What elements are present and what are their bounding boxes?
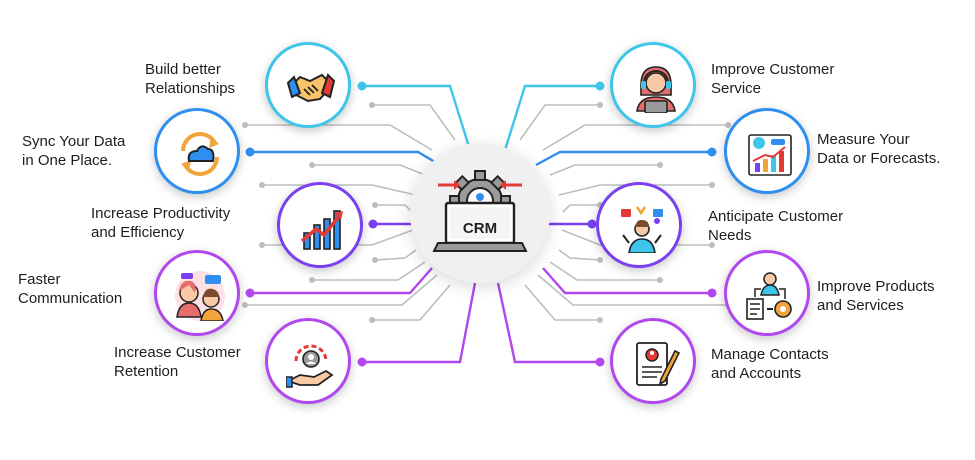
node-anticipate-needs xyxy=(596,182,682,268)
customer-retention-icon xyxy=(286,344,334,388)
node-improve-products xyxy=(724,250,810,336)
node-build-relationships xyxy=(265,42,351,128)
handshake-icon xyxy=(286,73,336,103)
node-customer-retention xyxy=(265,318,351,404)
cloud-sync-icon xyxy=(181,132,219,176)
label-manage-contacts: Manage Contacts and Accounts xyxy=(711,346,829,382)
product-improvement-icon xyxy=(746,272,792,320)
label-sync-data: Sync Your Data in One Place. xyxy=(22,133,126,169)
node-faster-communication xyxy=(154,250,240,336)
node-improve-service xyxy=(610,42,696,128)
analytics-icon xyxy=(748,134,792,176)
label-anticipate-needs: Anticipate Customer Needs xyxy=(708,208,844,244)
support-agent-icon xyxy=(636,66,676,113)
label-increase-productivity: Increase Productivity and Efficiency xyxy=(91,205,231,241)
node-increase-productivity xyxy=(277,182,363,268)
crm-label: CRM xyxy=(463,220,497,237)
label-improve-products: Improve Products and Services xyxy=(817,278,935,314)
label-customer-retention: Increase Customer Retention xyxy=(114,344,241,380)
label-improve-service: Improve Customer Service xyxy=(711,61,835,97)
label-measure-data: Measure Your Data or Forecasts. xyxy=(817,131,941,167)
growth-chart-icon xyxy=(300,210,343,250)
label-faster-communication: Faster Communication xyxy=(18,271,123,307)
node-sync-data xyxy=(154,108,240,194)
node-measure-data xyxy=(724,108,810,194)
crm-hub: CRM xyxy=(410,143,550,283)
people-chat-icon xyxy=(175,271,225,321)
node-manage-contacts xyxy=(610,318,696,404)
contact-document-icon xyxy=(636,342,681,386)
thinking-person-icon xyxy=(621,206,663,253)
label-build-relationships: Build better Relationships xyxy=(145,61,236,97)
crm-laptop-gear-icon: CRM xyxy=(432,170,528,252)
